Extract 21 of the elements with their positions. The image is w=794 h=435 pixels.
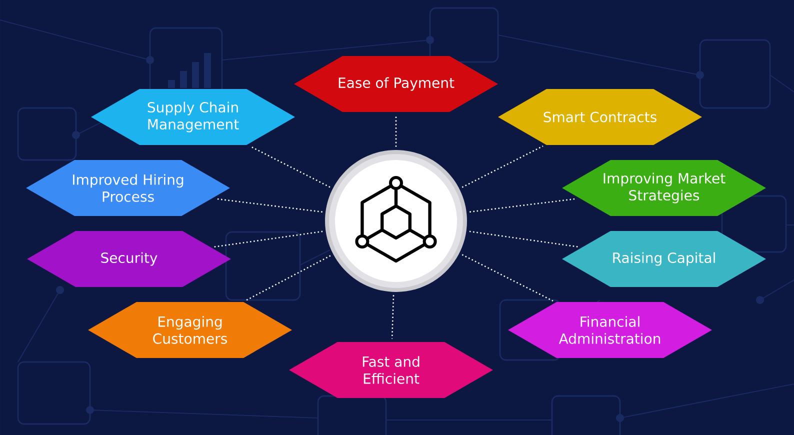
hexagon-box: Raising Capital (562, 231, 766, 287)
dotted-line (391, 295, 394, 339)
hexagon-box: Financial Administration (508, 302, 712, 358)
hexagon-box: Security (27, 231, 231, 287)
dotted-line (470, 198, 577, 213)
dotted-line (214, 230, 323, 248)
dotted-line (469, 230, 579, 248)
dotted-line (246, 255, 331, 301)
hexagon-box: Smart Contracts (498, 89, 702, 145)
dotted-line (462, 254, 554, 302)
hexagon-box: Fast and Efficient (289, 342, 493, 398)
hexagon-box: Improving Market Strategies (562, 160, 766, 216)
hexagon-box: Supply Chain Management (91, 89, 295, 145)
dotted-line (395, 115, 397, 147)
hexagon-box: Ease of Payment (294, 56, 498, 112)
hexagon-box: Improved Hiring Process (26, 160, 230, 216)
dotted-line (250, 146, 330, 188)
dotted-line (462, 146, 544, 188)
dotted-line (215, 198, 322, 213)
hexagon-box: Engaging Customers (88, 302, 292, 358)
hub-circle (325, 150, 467, 292)
